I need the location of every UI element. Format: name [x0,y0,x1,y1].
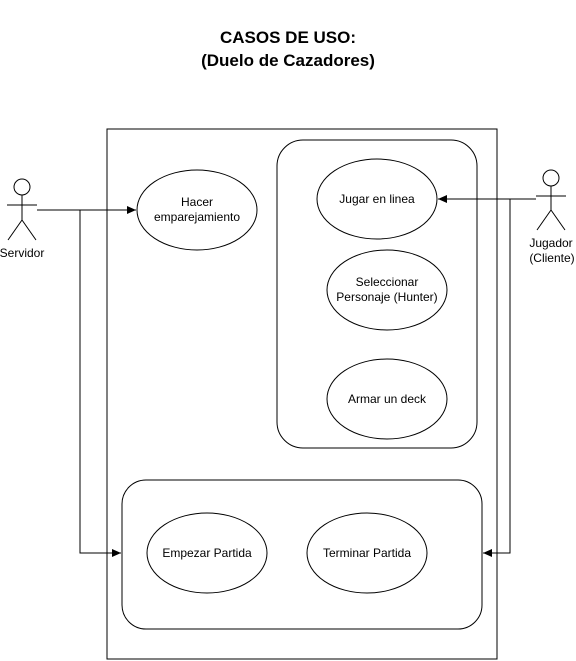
match-use-case-group [121,479,483,630]
player-actor-right-leg [550,209,566,231]
player-actor-label-line2: (Cliente) [529,251,574,265]
server-to-match-group-arrow [79,210,121,557]
use-case-start-match [146,512,268,594]
use-case-play-online-label: Jugar en linea [339,192,415,206]
client-use-case-group [276,139,478,449]
use-case-matchmaking-line2: emparejamiento [154,210,240,224]
use-case-start-match-label: Empezar Partida [162,546,252,560]
server-actor-label: Servidor [0,246,44,260]
player-actor-label-line1: Jugador [529,236,572,250]
system-boundary [106,128,498,660]
server-actor [7,178,37,241]
use-case-select-character [326,249,448,331]
use-case-build-deck [326,358,448,440]
use-case-select-character-line2: Personaje (Hunter) [336,290,437,304]
diagram-title: CASOS DE USO: [219,28,357,47]
player-actor-head [542,169,560,187]
player-actor [536,169,566,231]
server-actor-head [13,178,31,196]
use-case-end-match [306,512,428,594]
use-case-select-character-line1: Seleccionar [356,275,419,289]
server-actor-left-leg [7,219,23,241]
use-case-build-deck-label: Armar un deck [348,392,427,406]
diagram-subtitle: (Duelo de Cazadores) [201,51,375,70]
use-case-matchmaking-line1: Hacer [181,195,213,209]
player-actor-left-leg [536,209,552,231]
server-actor-right-leg [21,219,37,241]
use-case-play-online [316,158,438,240]
player-to-match-group-arrow [483,199,511,557]
use-case-end-match-label: Terminar Partida [323,546,411,560]
use-case-matchmaking [136,169,258,251]
